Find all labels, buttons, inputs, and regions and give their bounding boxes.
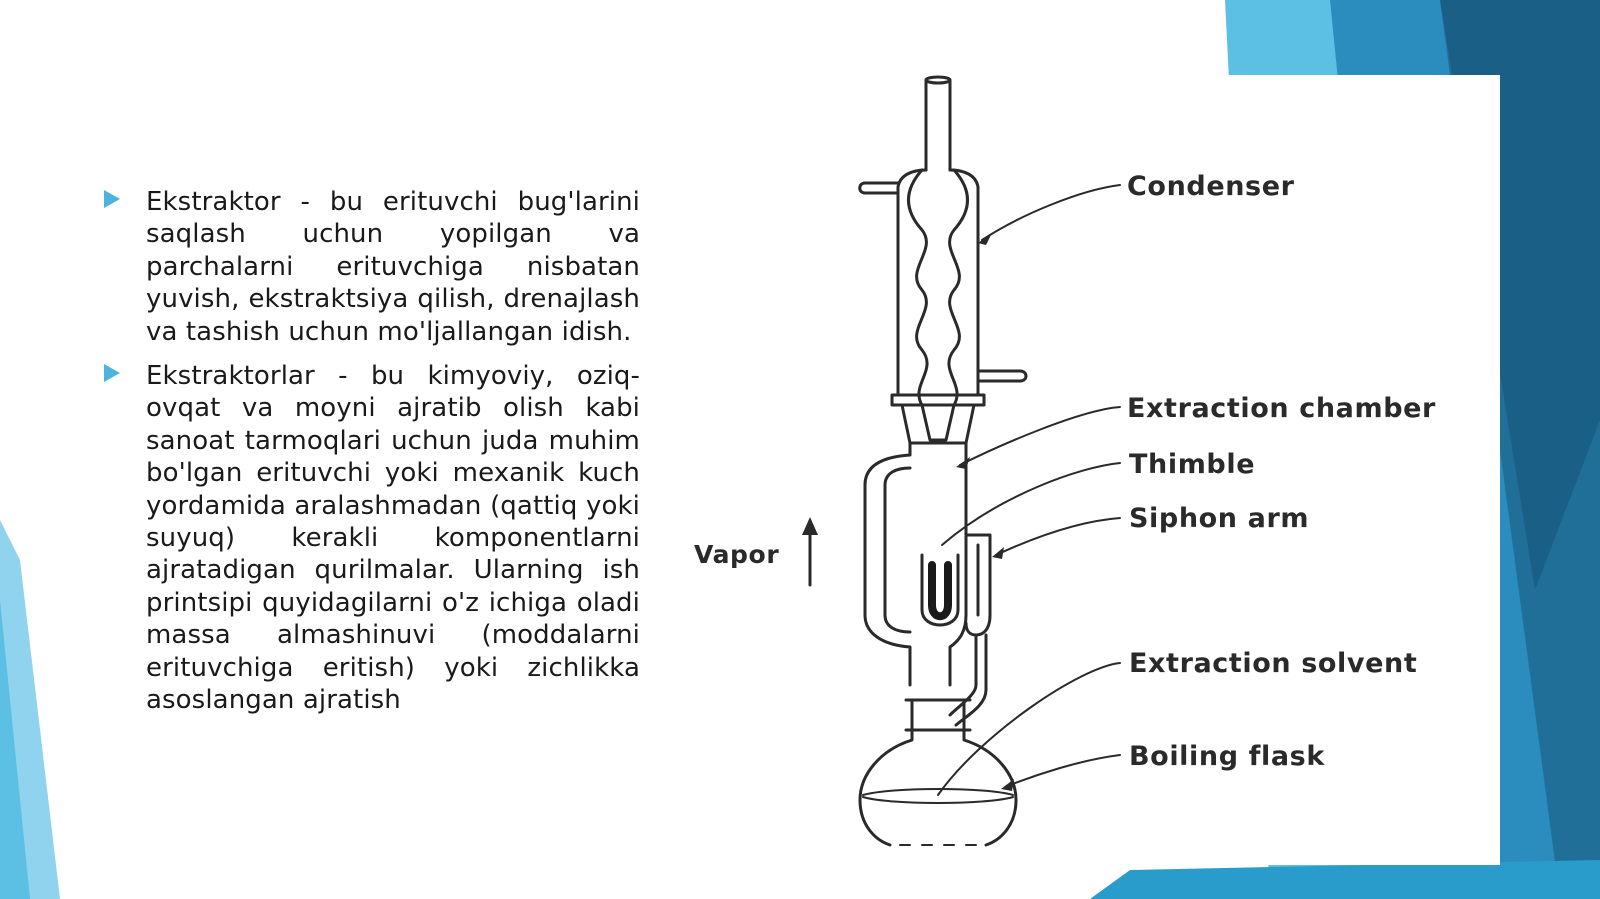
- label-thimble: Thimble: [1129, 449, 1255, 480]
- bullet-item: Ekstraktor - bu erituvchi bug'larini saq…: [100, 186, 640, 348]
- siphon-arm: [948, 533, 992, 717]
- label-condenser: Condenser: [1127, 171, 1295, 202]
- leader-extraction-chamber: [959, 406, 1121, 466]
- label-extraction-solvent: Extraction solvent: [1129, 648, 1417, 679]
- condenser-inlet: [858, 181, 900, 195]
- bullet-text: Ekstraktor - bu erituvchi bug'larini saq…: [146, 187, 640, 347]
- thimble-inner: [928, 561, 952, 621]
- flask-neck: [904, 698, 972, 732]
- label-boiling-flask: Boiling flask: [1129, 741, 1325, 772]
- condenser-top-tube: [924, 78, 952, 172]
- soxhlet-diagram-panel: Condenser Extraction chamber Thimble Sip…: [660, 75, 1500, 865]
- condenser-coil: [907, 168, 969, 407]
- bg-left-shape-dark: [0, 600, 30, 899]
- soxhlet-extractor-diagram: Condenser Extraction chamber Thimble Sip…: [694, 75, 1436, 847]
- leader-extraction-solvent: [937, 662, 1121, 796]
- triangle-right-icon: [104, 190, 120, 208]
- boiling-flask: [858, 728, 1018, 847]
- thimble-outer: [920, 553, 960, 627]
- solvent-level: [862, 788, 1014, 804]
- vapor-side-tube: [883, 466, 912, 634]
- bg-bottom-strip: [1090, 860, 1600, 899]
- leader-thimble: [941, 462, 1121, 546]
- arrowhead-boiling-flask: [1001, 779, 1014, 791]
- bullet-item: Ekstraktorlar - bu kimyoviy, oziq-ovqat …: [100, 360, 640, 716]
- bullet-list: Ekstraktor - bu erituvchi bug'larini saq…: [100, 186, 640, 729]
- label-siphon-arm: Siphon arm: [1129, 503, 1309, 534]
- inner-taper: [920, 403, 956, 442]
- condenser-top-opening: [924, 75, 952, 85]
- taper-joint: [900, 403, 976, 445]
- label-vapor: Vapor: [694, 540, 779, 569]
- arrowhead-extraction-chamber: [956, 457, 970, 469]
- leader-siphon-arm: [995, 517, 1121, 556]
- vapor-arrowhead-icon: [802, 517, 818, 535]
- label-extraction-chamber: Extraction chamber: [1127, 393, 1436, 424]
- siphon-return: [954, 633, 988, 727]
- arrowhead-condenser: [978, 233, 992, 245]
- joint-ring: [890, 393, 986, 407]
- bullet-text: Ekstraktorlar - bu kimyoviy, oziq-ovqat …: [146, 361, 640, 716]
- triangle-right-icon: [104, 364, 120, 383]
- arrowhead-siphon-arm: [992, 547, 1004, 559]
- leader-boiling-flask: [1004, 754, 1121, 788]
- condenser-outlet: [976, 369, 1028, 383]
- extraction-chamber: [863, 441, 968, 687]
- leader-condenser: [981, 184, 1121, 241]
